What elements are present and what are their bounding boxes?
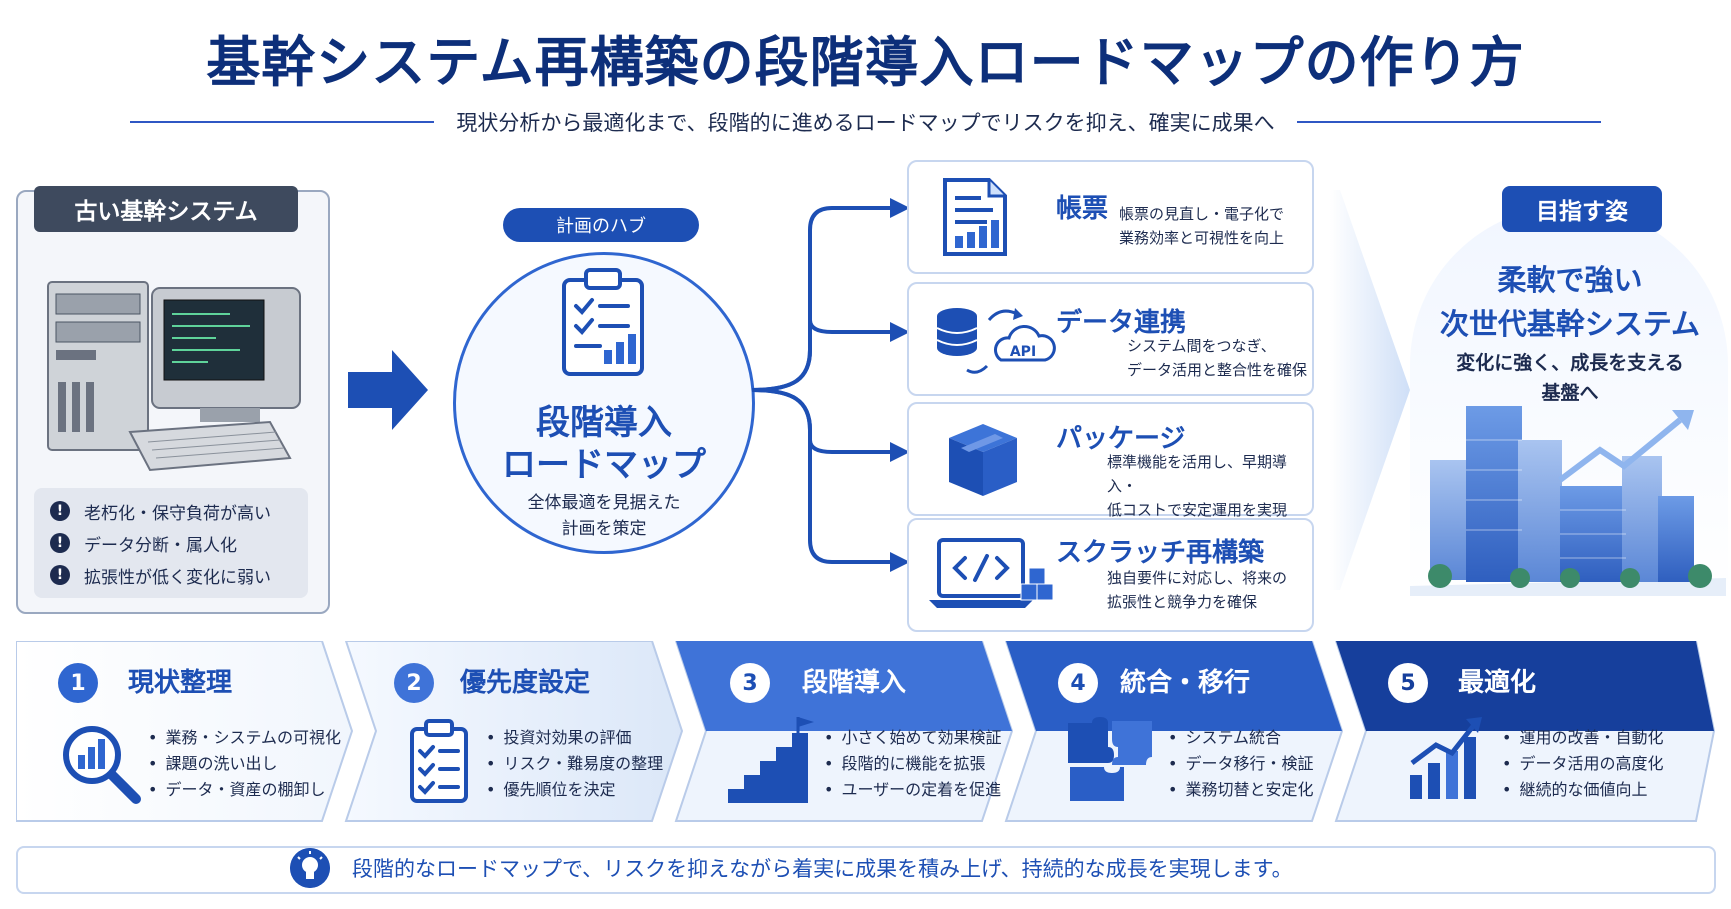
step-number: 1 (58, 663, 98, 703)
lightbulb-icon (290, 848, 330, 888)
step-1: 1 現状整理 業務・システムの可視化 課題の洗い出し データ・資産の棚卸し (16, 641, 352, 824)
hub-pill: 計画のハブ (503, 208, 699, 242)
api-label: API (1010, 344, 1036, 360)
subtitle: 現状分析から最適化まで、段階的に進めるロードマップでリスクを抑え、確実に成果へ (456, 111, 1275, 135)
hub-description: 全体最適を見据えた 計画を策定 (527, 493, 681, 539)
step-5: 5 最適化 運用の改善・自動化 データ活用の高度化 継続的な価値向上 (1336, 641, 1712, 824)
package-box-icon (949, 424, 1017, 496)
city-skyline-icon (1410, 406, 1726, 596)
step-number: 2 (394, 663, 434, 703)
vision-pill: 目指す姿 (1502, 186, 1662, 232)
flow-arrow-icon (348, 350, 428, 430)
branch-card-package: パッケージ 標準機能を活用し、早期導入・ 低コストで安定運用を実現 (907, 402, 1314, 519)
subtitle-divider-right (1296, 121, 1602, 123)
step-label: 統合・移行 (1120, 668, 1251, 698)
issue-item: !拡張性が低く変化に弱い (34, 559, 308, 591)
legacy-computer-icon (47, 281, 301, 472)
step-4: 4 統合・移行 システム統合 データ移行・検証 業務切替と安定化 (1006, 641, 1342, 824)
document-chart-icon (943, 178, 1007, 256)
step-bullets: 小さく始めて効果検証 段階的に機能を拡張 ユーザーの定着を促進 (824, 725, 1001, 803)
alert-icon: ! (50, 565, 70, 585)
magnifier-chart-icon (63, 726, 141, 804)
growth-chart-icon (1410, 717, 1482, 799)
step-number: 5 (1388, 663, 1428, 703)
step-label: 現状整理 (128, 668, 233, 698)
step-number: 4 (1058, 663, 1098, 703)
clipboard-checklist-icon (562, 268, 644, 376)
step-label: 優先度設定 (460, 668, 591, 698)
vision-description: 変化に強く、成長を支える 基盤へ (1456, 352, 1684, 404)
page-title: 基幹システム再構築の段階導入ロードマップの作り方 (206, 31, 1525, 94)
vision-title: 柔軟で強い 次世代基幹システム (1439, 263, 1701, 341)
alert-icon: ! (50, 501, 70, 521)
step-bullets: 業務・システムの可視化 課題の洗い出し データ・資産の棚卸し (148, 725, 341, 803)
step-3: 3 段階導入 小さく始めて効果検証 段階的に機能を拡張 ユーザーの定着を促進 (676, 641, 1012, 824)
step-bullets: 運用の改善・自動化 データ活用の高度化 継続的な価値向上 (1502, 725, 1663, 803)
step-label: 段階導入 (802, 668, 907, 698)
issue-item: !データ分断・属人化 (34, 527, 308, 559)
laptop-code-icon (929, 538, 1054, 608)
subtitle-row: 現状分析から最適化まで、段階的に進めるロードマップでリスクを抑え、確実に成果へ (130, 104, 1602, 140)
branch-card-forms: 帳票 帳票の見直し・電子化で 業務効率と可視性を向上 (907, 160, 1314, 274)
step-label: 最適化 (1458, 668, 1537, 698)
puzzle-icon (1068, 717, 1152, 801)
branch-connectors (752, 198, 910, 572)
summary-message: 段階的なロードマップで、リスクを抑えながら着実に成果を積み上げ、持続的な成長を実… (352, 857, 1293, 881)
old-system-label: 古い基幹システム (34, 186, 298, 232)
hub-title: 段階導入 ロードマップ (502, 403, 706, 485)
step-2: 2 優先度設定 投資対効果の評価 リスク・難易度の整理 優先順位を決定 (346, 641, 682, 824)
checklist-icon (410, 719, 468, 803)
step-number: 3 (730, 663, 770, 703)
step-bullets: 投資対効果の評価 リスク・難易度の整理 優先順位を決定 (486, 725, 663, 803)
vision-chevron (1330, 190, 1410, 590)
subtitle-divider-left (130, 121, 435, 123)
database-api-icon: API (936, 308, 1056, 374)
alert-icon: ! (50, 533, 70, 553)
old-system-issues: !老朽化・保守負荷が高い !データ分断・属人化 !拡張性が低く変化に弱い (34, 488, 308, 598)
branch-card-scratch-rebuild: スクラッチ再構築 独自要件に対応し、将来の 拡張性と競争力を確保 (907, 518, 1314, 632)
step-bullets: システム統合 データ移行・検証 業務切替と安定化 (1168, 725, 1313, 803)
issue-item: !老朽化・保守負荷が高い (34, 495, 308, 527)
stairs-flag-icon (728, 717, 814, 803)
branch-card-data-integration: API データ連携 システム間をつなぎ、 データ活用と整合性を確保 (907, 282, 1314, 396)
